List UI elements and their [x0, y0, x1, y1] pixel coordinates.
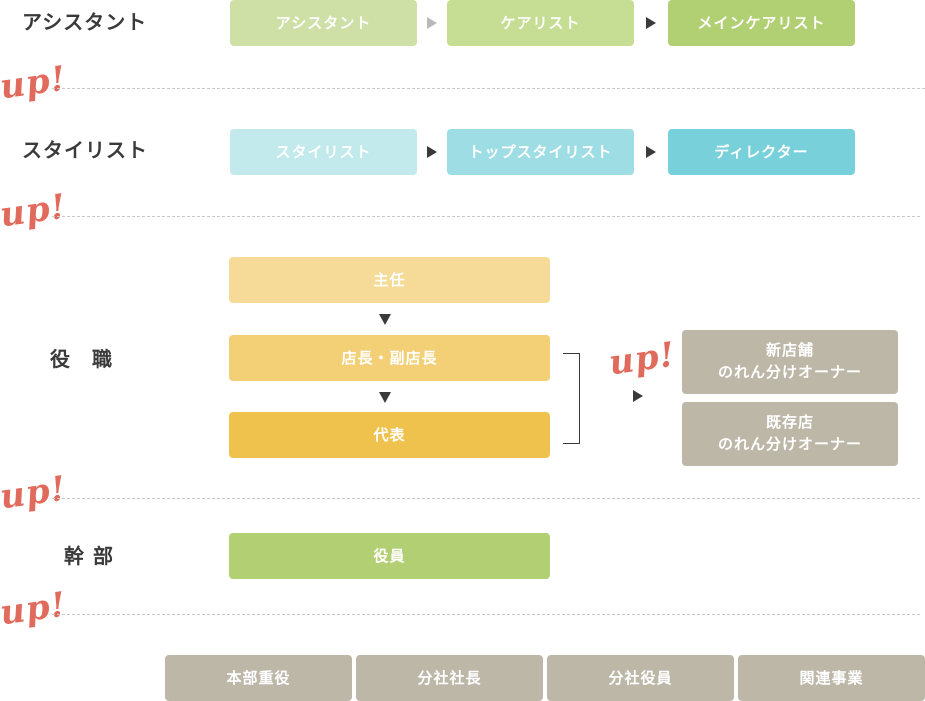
arrow-right-icon	[427, 146, 437, 158]
step-top-stylist: トップスタイリスト	[447, 129, 634, 175]
bracket	[563, 353, 580, 444]
step-chief: 主任	[229, 257, 550, 303]
step-main-carelist: メインケアリスト	[668, 0, 855, 46]
arrow-right-icon	[646, 17, 656, 29]
arrow-right-icon	[633, 390, 643, 402]
step-store-manager: 店長・副店長	[229, 335, 550, 381]
step-stylist: スタイリスト	[230, 129, 417, 175]
bottom-subsidiary-officer: 分社役員	[547, 655, 734, 701]
divider	[52, 498, 920, 499]
bottom-subsidiary-president: 分社社長	[356, 655, 543, 701]
up-mark: up!	[0, 468, 69, 518]
row-label-stylist: スタイリスト	[22, 138, 148, 162]
row-label-executive: 幹 部	[64, 544, 114, 568]
bottom-related-business: 関連事業	[738, 655, 925, 701]
arrow-down-icon	[379, 392, 391, 403]
bottom-hq-director: 本部重役	[165, 655, 352, 701]
step-assistant: アシスタント	[230, 0, 417, 46]
up-mark: up!	[0, 186, 69, 236]
owner-new-store: 新店舗 のれん分けオーナー	[682, 330, 898, 394]
up-mark: up!	[606, 334, 678, 384]
step-representative: 代表	[229, 412, 550, 458]
up-mark: up!	[0, 58, 69, 108]
arrow-right-icon	[427, 17, 437, 29]
step-officer: 役員	[229, 533, 550, 579]
row-label-position: 役 職	[50, 347, 113, 371]
divider	[52, 88, 925, 89]
divider	[52, 216, 920, 217]
arrow-right-icon	[646, 146, 656, 158]
step-carelist: ケアリスト	[447, 0, 634, 46]
row-label-assistant: アシスタント	[22, 10, 148, 34]
step-director: ディレクター	[668, 129, 855, 175]
owner-existing-store: 既存店 のれん分けオーナー	[682, 402, 898, 466]
arrow-down-icon	[379, 314, 391, 325]
divider	[52, 614, 920, 615]
up-mark: up!	[0, 584, 69, 634]
